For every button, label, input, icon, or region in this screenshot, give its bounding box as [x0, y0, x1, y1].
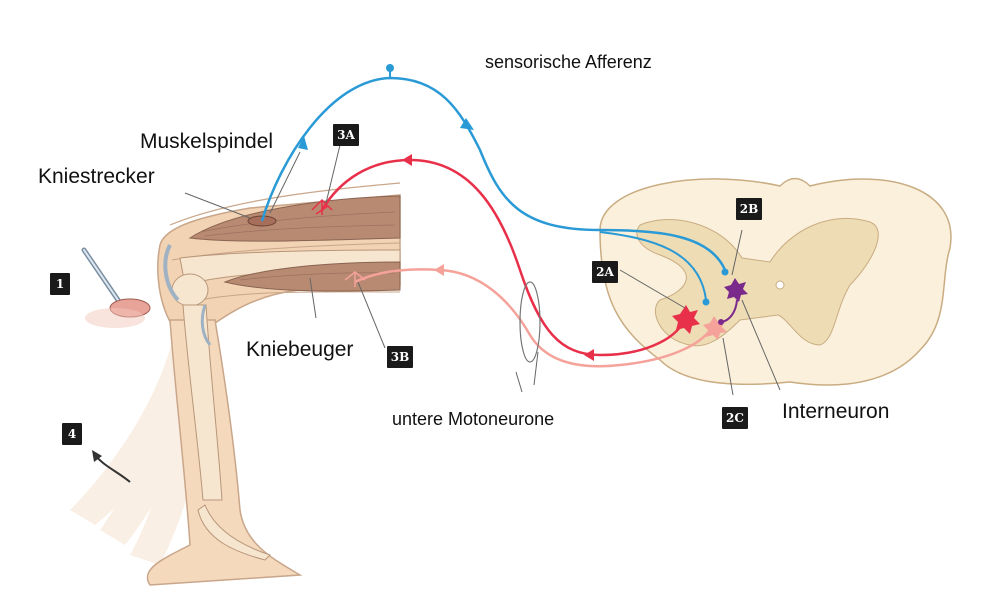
sensory-afferent-label: sensorische Afferenz: [485, 52, 652, 72]
step-badge-2c: 2C: [722, 407, 748, 429]
pointer-lines: [184, 144, 781, 396]
leg: [146, 182, 401, 586]
step-badge-1: 1: [50, 273, 70, 295]
inhibitory-interneuron: [718, 278, 748, 325]
bones: [163, 244, 401, 561]
nerve-bundle-ring: [519, 281, 541, 363]
flexor-motor-fiber: [344, 264, 714, 368]
alpha-motoneuron-extensor: [672, 305, 700, 334]
knee-flexor-label: Kniebeuger: [246, 338, 354, 361]
step-badge-3b: 3B: [387, 346, 413, 368]
step-badge-2a: 2A: [592, 261, 618, 283]
step-badge-2b: 2B: [736, 198, 762, 220]
extensor-motor-fiber: [311, 154, 687, 361]
sensory-afferent-fiber: [260, 64, 729, 306]
step-badge-4: 4: [62, 423, 82, 445]
spinal-cord: [599, 177, 952, 386]
step-badge-3a: 3A: [333, 124, 359, 146]
reflex-hammer: [81, 247, 151, 328]
lower-motoneurons-label: untere Motoneurone: [392, 409, 555, 429]
muscle-spindle-label: Muskelspindel: [140, 130, 274, 153]
knee-extensor-muscle: [188, 195, 401, 242]
knee-extensor-label: Kniestrecker: [38, 165, 155, 188]
interneuron-label: Interneuron: [782, 400, 890, 423]
